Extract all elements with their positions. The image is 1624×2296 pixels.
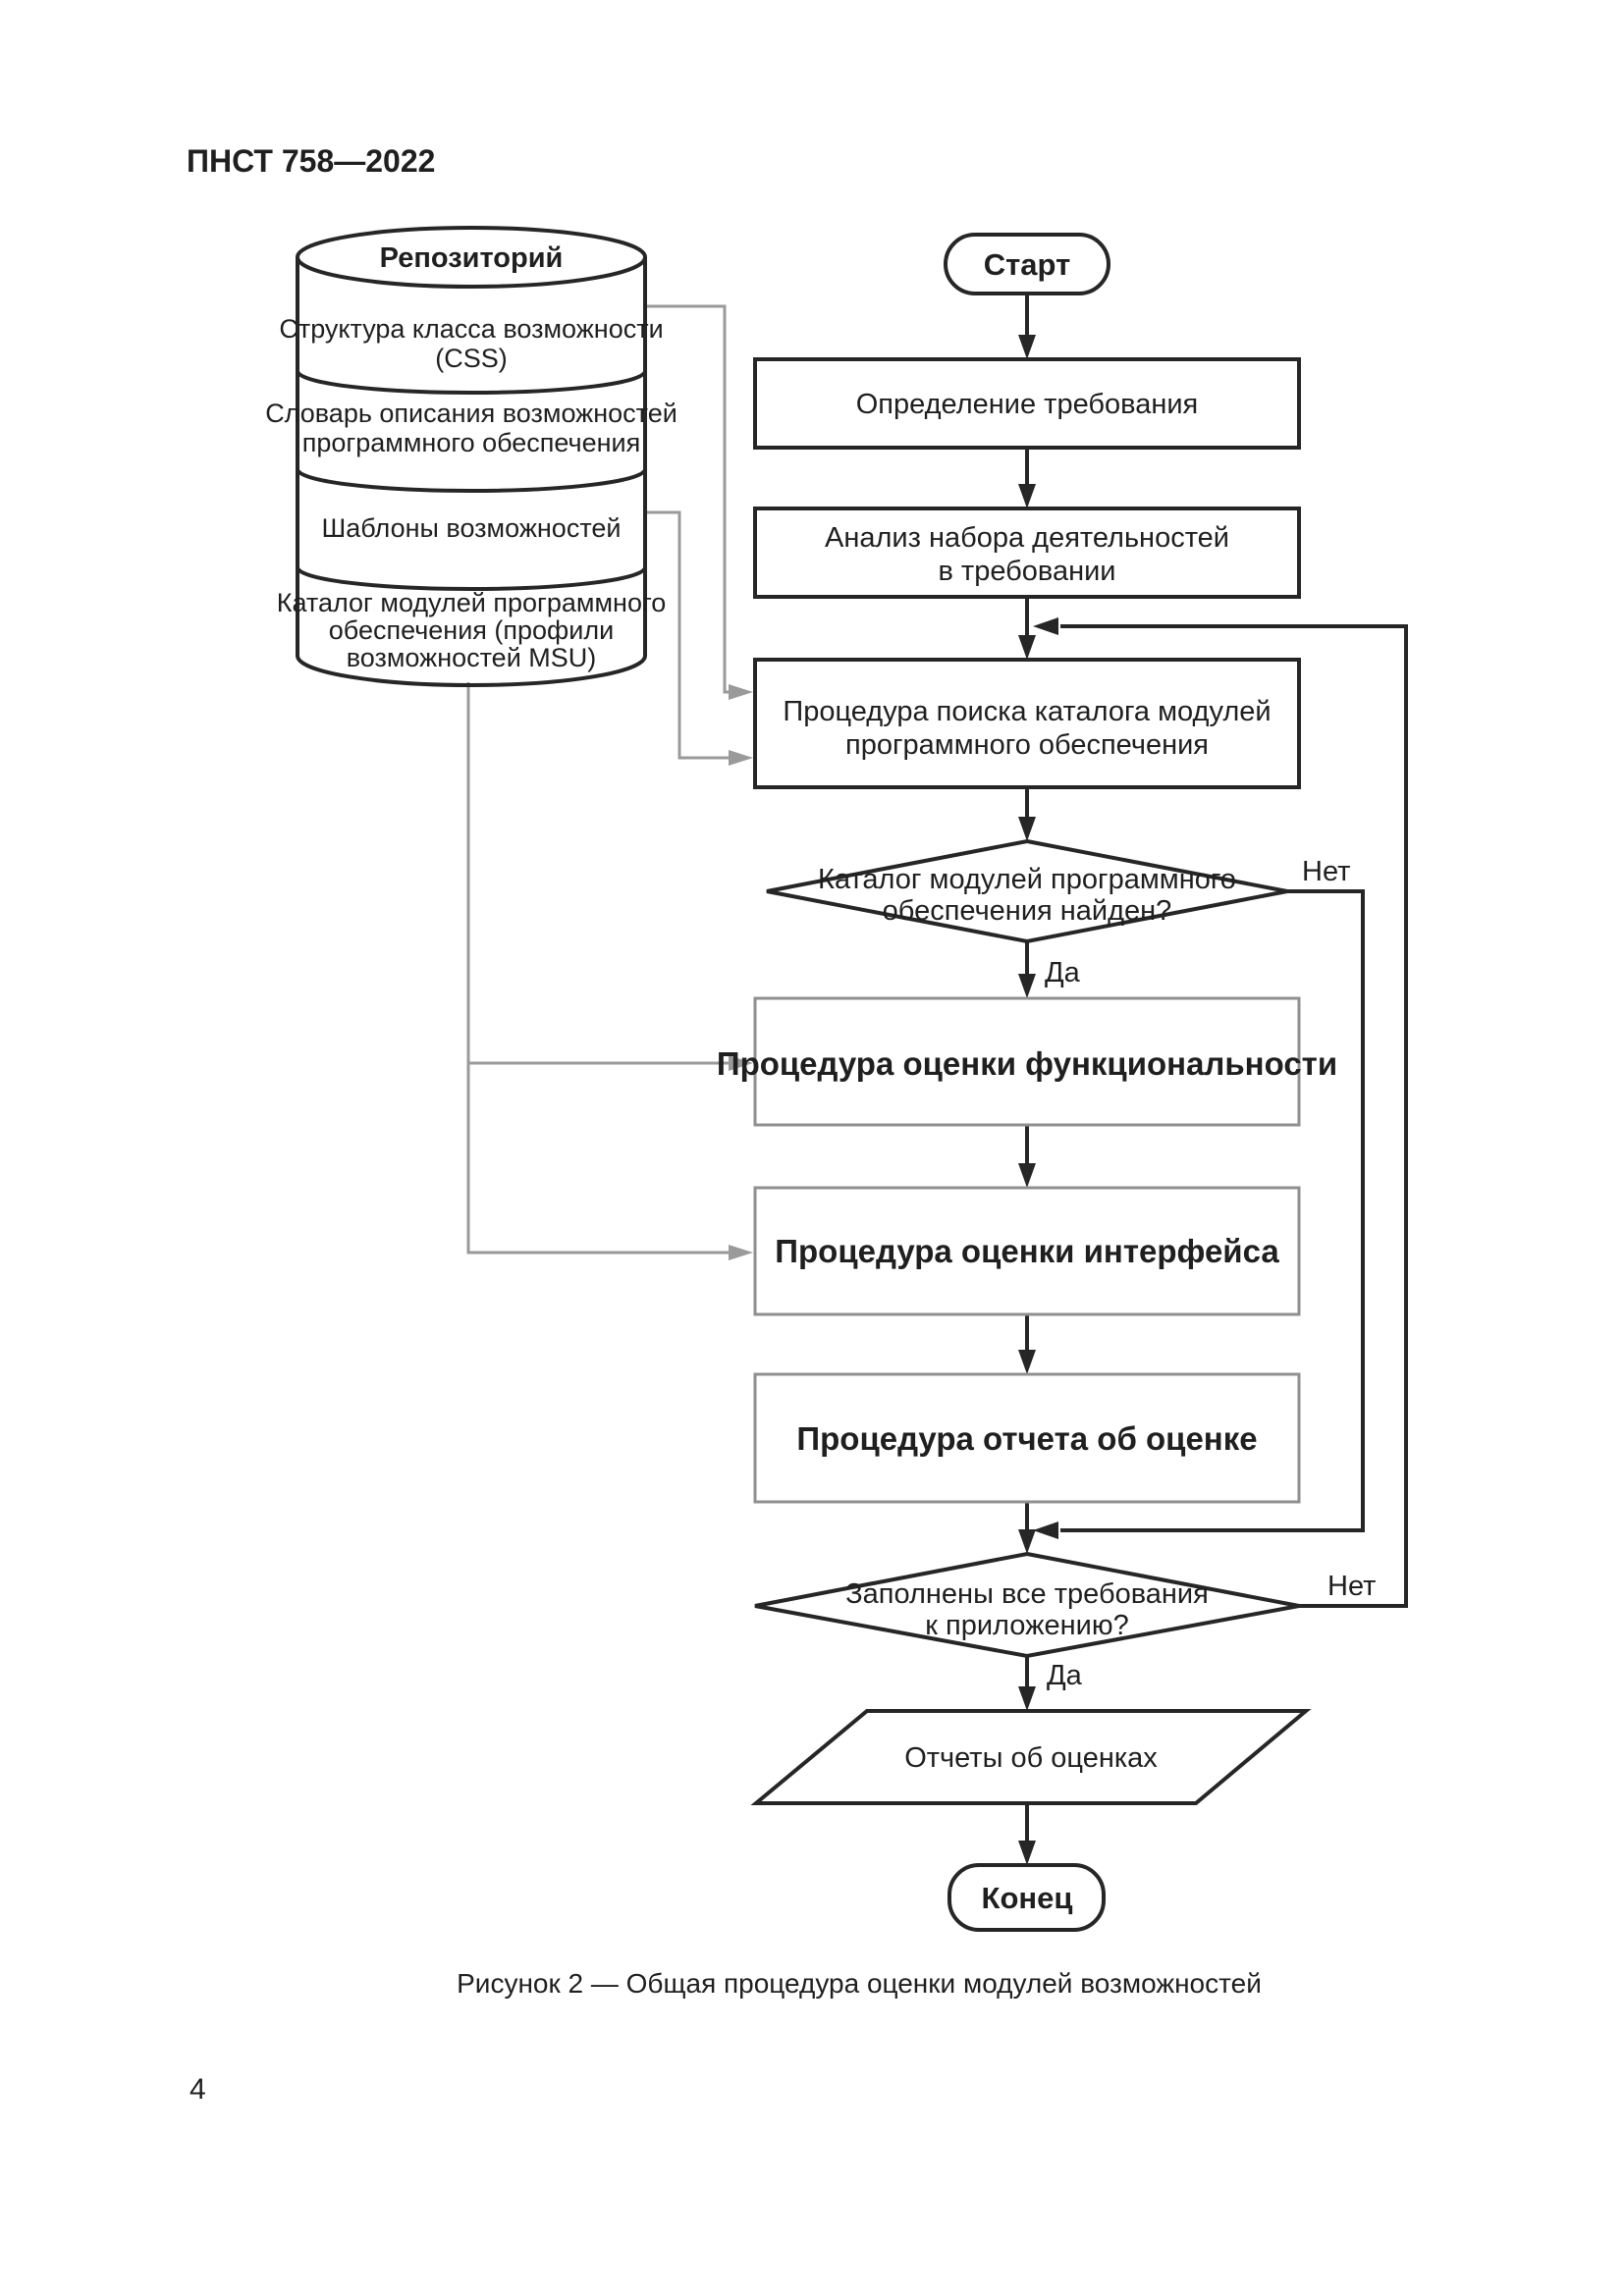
decision2-label-line2: к приложению? <box>925 1610 1128 1641</box>
decision1-node <box>766 838 1288 944</box>
connector-catalog-to-functionality <box>466 682 731 1065</box>
report-node <box>753 1372 1301 1504</box>
arrowhead-functionality-icon <box>1018 974 1036 998</box>
decision2-node <box>754 1551 1300 1659</box>
search-label-line1: Процедура поиска каталога модулей <box>783 696 1271 727</box>
analyze-label-line2: в требовании <box>938 556 1115 587</box>
arrowhead-search-icon <box>1018 635 1036 660</box>
analyze-label-line1: Анализ набора деятельностей <box>825 522 1229 554</box>
figure-caption: Рисунок 2 — Общая процедура оценки модул… <box>457 1968 1262 1999</box>
cylinder-divider-1 <box>296 370 647 395</box>
repository-css-line2: (CSS) <box>435 344 508 373</box>
repository-catalog-line3: возможностей MSU) <box>347 643 597 672</box>
connector-css-to-search <box>645 304 731 694</box>
functionality-label: Процедура оценки функциональности <box>717 1045 1337 1082</box>
connector-templates-to-search <box>645 510 731 760</box>
repository-catalog-line2: обеспечения (профили <box>329 615 614 645</box>
search-label-line2: программного обеспечения <box>845 729 1209 761</box>
start-label: Старт <box>984 247 1071 282</box>
decision1-no-label: Нет <box>1302 856 1350 887</box>
cylinder-divider-3 <box>296 566 647 591</box>
start-node <box>944 233 1110 295</box>
define-label: Определение требования <box>856 389 1199 420</box>
decision1-label-line1: Каталог модулей программного <box>818 864 1236 895</box>
repository-css-line1: Структура класса возможности <box>279 314 663 344</box>
end-node <box>947 1863 1106 1932</box>
page-number: 4 <box>189 2073 206 2106</box>
interface-label: Процедура оценки интерфейса <box>775 1233 1279 1269</box>
arrowhead-end-icon <box>1018 1841 1036 1865</box>
arrowhead-decision2-icon <box>1018 1529 1036 1554</box>
search-node <box>753 658 1301 789</box>
arrowhead-loop-decision1-icon <box>1033 1522 1058 1539</box>
decision2-yes-label: Да <box>1047 1660 1083 1691</box>
flow-connectors <box>1018 294 1408 1865</box>
repository-title: Репозиторий <box>380 242 564 274</box>
arrowhead-define-icon <box>1018 335 1036 359</box>
arrowhead-output-icon <box>1018 1686 1036 1711</box>
analyze-node <box>753 507 1301 599</box>
output-label: Отчеты об оценках <box>904 1742 1158 1774</box>
end-label: Конец <box>982 1881 1073 1915</box>
arrowhead-decision1-icon <box>1018 817 1036 841</box>
functionality-node <box>753 996 1301 1127</box>
repository-templates: Шаблоны возможностей <box>322 513 622 543</box>
cylinder-top-ellipse <box>296 226 647 289</box>
repository-cylinder: Репозиторий Структура класса возможности… <box>265 226 677 687</box>
repository-dict-line1: Словарь описания возможностей <box>265 399 677 428</box>
loop-decision1-no <box>1060 889 1365 1532</box>
arrowhead-interface-icon <box>1018 1163 1036 1188</box>
arrowhead-report-icon <box>1018 1350 1036 1374</box>
cylinder-divider-2 <box>296 468 647 493</box>
interface-node <box>753 1186 1301 1316</box>
repository-connectors <box>466 304 753 1260</box>
page-header: ПНСТ 758—2022 <box>187 143 435 179</box>
decision2-no-label: Нет <box>1327 1571 1376 1602</box>
decision1-yes-label: Да <box>1045 957 1081 988</box>
connector-catalog-to-interface <box>466 1063 731 1255</box>
report-label: Процедура отчета об оценке <box>796 1420 1257 1457</box>
loop-decision2-no <box>1060 624 1408 1608</box>
arrowhead-loop-decision2-icon <box>1033 617 1058 635</box>
arrowhead-catalog-to-interface-icon <box>729 1245 753 1260</box>
cylinder-bottom-arc <box>296 655 647 687</box>
repository-dict-line2: программного обеспечения <box>302 428 641 457</box>
arrowhead-analyze-icon <box>1018 484 1036 508</box>
arrowhead-catalog-to-functionality-icon <box>729 1055 753 1071</box>
decision1-label-line2: обеспечения найден? <box>883 895 1172 927</box>
define-node <box>753 357 1301 450</box>
repository-catalog-line1: Каталог модулей программного <box>277 588 667 617</box>
arrowhead-templates-to-search-icon <box>729 750 753 766</box>
output-node <box>750 1709 1312 1805</box>
arrowhead-css-to-search-icon <box>729 684 753 700</box>
decision2-label-line1: Заполнены все требования <box>845 1578 1209 1610</box>
flow-nodes: Старт Определение требования Анализ набо… <box>717 233 1376 1932</box>
